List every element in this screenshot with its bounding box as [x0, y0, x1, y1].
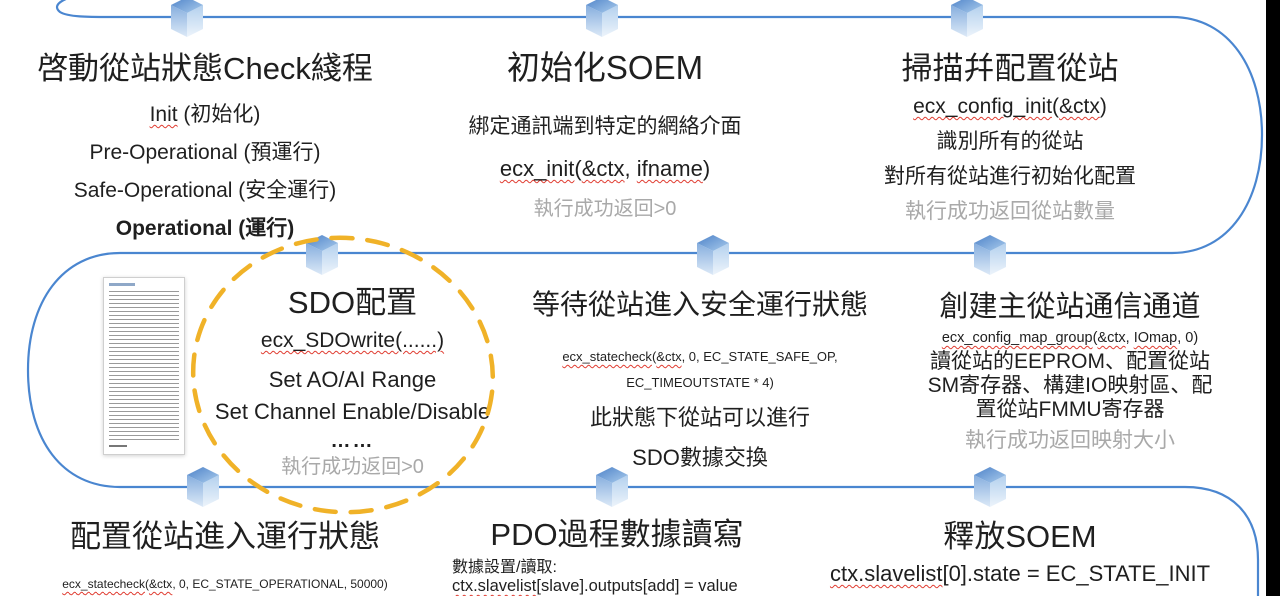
step-title: 掃描幷配置從站 — [901, 51, 1119, 86]
step-desc: 對所有從站進行初始化配置 — [884, 165, 1136, 188]
step-title: 釋放SOEM — [943, 519, 1097, 554]
step-title: 啓動從站狀態Check綫程 — [37, 51, 373, 86]
ellipsis-dots: …… — [330, 430, 375, 452]
step-title: 創建主從站通信通道 — [939, 291, 1201, 323]
code-ecx-config-init: ecx_config_init(&ctx) — [913, 95, 1107, 118]
document-header-line — [109, 283, 135, 286]
step-sdo-config: SDO配置 ecx_SDOwrite(......) Set AO/AI Ran… — [195, 282, 510, 480]
step-desc: SM寄存器、構建IO映射區、配 — [927, 374, 1213, 397]
result-note: 執行成功返回映射大小 — [965, 429, 1175, 452]
step-desc: 置從站FMMU寄存器 — [975, 398, 1165, 421]
step-title: 等待從站進入安全運行狀態 — [531, 289, 868, 320]
step-title: 初始化SOEM — [506, 49, 704, 86]
step-release-soem: 釋放SOEM ctx.slavelist[0].state = EC_STATE… — [810, 516, 1230, 588]
cube-icon — [697, 235, 729, 275]
document-footer-line — [109, 445, 127, 447]
step-desc: Set AO/AI Range — [268, 367, 437, 392]
document-text-lines — [109, 291, 179, 441]
code-ecx-statecheck-safeop: ecx_statecheck(&ctx, 0, EC_STATE_SAFE_OP… — [562, 349, 838, 364]
pdo-label: 數據設置/讀取: — [452, 559, 557, 576]
result-note: 執行成功返回>0 — [281, 456, 424, 478]
cube-icon — [951, 0, 983, 37]
result-note: 執行成功返回從站數量 — [905, 200, 1115, 223]
step-title: 配置從站進入運行狀態 — [70, 519, 380, 554]
document-page-thumbnail — [103, 277, 185, 455]
code-ecx-sdowrite: ecx_SDOwrite(......) — [260, 329, 445, 352]
step-desc: SDO數據交換 — [632, 445, 768, 470]
step-desc: 識別所有的從站 — [936, 130, 1084, 153]
cube-icon — [974, 235, 1006, 275]
step-desc: 綁定通訊端到特定的網絡介面 — [468, 115, 742, 138]
state-init: Init (初始化) — [149, 103, 261, 126]
state-safe-operational: Safe-Operational (安全運行) — [73, 179, 337, 202]
step-desc: 此狀態下從站可以進行 — [589, 405, 810, 430]
step-pdo-read-write: PDO過程數據讀寫 數據設置/讀取: ctx.slavelist[slave].… — [452, 514, 782, 596]
screen-edge-black-bar — [1266, 0, 1280, 596]
step-title: SDO配置 — [287, 285, 418, 320]
code-pdo-outputs: ctx.slavelist[slave].outputs[add] = valu… — [452, 577, 738, 595]
code-ecx-statecheck-op: ecx_statecheck(&ctx, 0, EC_STATE_OPERATI… — [62, 577, 388, 591]
code-release-state-init: ctx.slavelist[0].state = EC_STATE_INIT — [829, 561, 1211, 586]
step-wait-safe-op: 等待從站進入安全運行狀態 ecx_statecheck(&ctx, 0, EC_… — [522, 286, 878, 478]
cube-icon — [171, 0, 203, 37]
cube-icon — [586, 0, 618, 37]
step-scan-config-slaves: 掃描幷配置從站 ecx_config_init(&ctx) 識別所有的從站 對所… — [830, 48, 1190, 229]
step-desc: 讀從站的EEPROM、配置從站 — [929, 350, 1210, 373]
code-ecx-init: ecx_init(&ctx, ifname) — [499, 156, 711, 181]
state-pre-operational: Pre-Operational (預運行) — [89, 141, 321, 164]
state-operational: Operational (運行) — [115, 217, 295, 240]
step-title: PDO過程數據讀寫 — [490, 517, 744, 552]
code-ec-timeoutstate: EC_TIMEOUTSTATE * 4) — [626, 375, 774, 390]
result-note: 執行成功返回>0 — [533, 198, 677, 220]
step-create-comm-channel: 創建主從站通信通道 ecx_config_map_group(&ctx, IOm… — [915, 288, 1225, 456]
step-config-operational: 配置從站進入運行狀態 ecx_statecheck(&ctx, 0, EC_ST… — [30, 516, 420, 592]
step-init-soem: 初始化SOEM 綁定通訊端到特定的網絡介面 ecx_init(&ctx, ifn… — [430, 46, 780, 228]
serpentine-flow-line — [26, 0, 1264, 596]
cube-icon — [974, 467, 1006, 507]
code-ecx-config-map-group: ecx_config_map_group(&ctx, IOmap, 0) — [941, 330, 1199, 346]
step-desc: Set Channel Enable/Disable — [214, 399, 491, 424]
step-start-check-thread: 啓動從站狀態Check綫程 Init (初始化) Pre-Operational… — [10, 48, 400, 248]
